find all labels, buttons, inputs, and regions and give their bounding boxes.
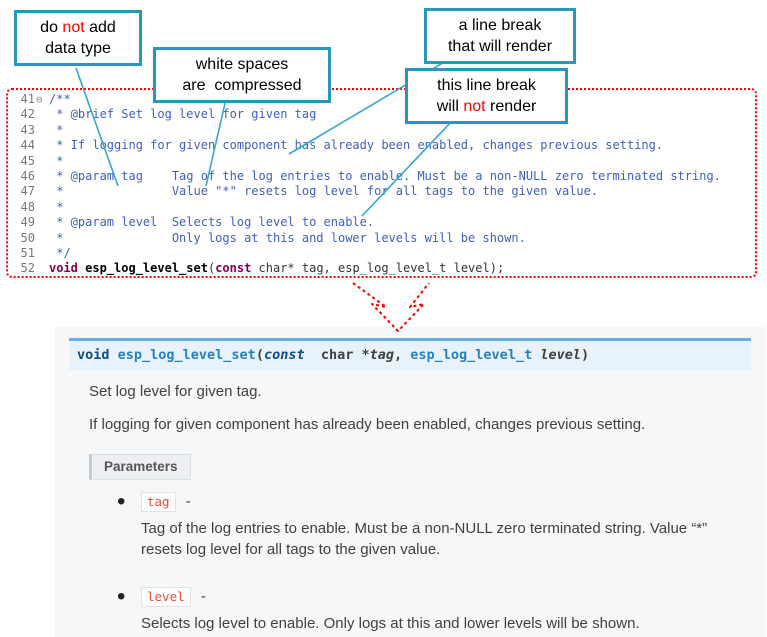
code-text: * @param tag Tag of the log entries to e… [49,168,721,183]
callout-linebreak-not-render: this line break will not render [405,68,568,124]
fold-marker-icon [35,215,49,230]
code-text: */ [49,245,71,260]
code-text: * Only logs at this and lower levels wil… [49,230,526,245]
line-number: 42 [20,107,35,122]
line-number: 51 [20,245,35,260]
param-item: level - Selects log level to enable. Onl… [115,583,751,634]
line-number: 46 [20,168,35,183]
callout-text: data type [45,40,111,57]
line-number: 48 [20,199,35,214]
fold-marker-icon [35,261,49,276]
fold-marker-icon [35,107,49,122]
code-line: 41 ⊖ /** [11,92,755,107]
doc-brief: Set log level for given tag. [89,383,262,400]
code-line: 42 * @brief Set log level for given tag [11,107,755,122]
param-name-literal: level [141,587,191,607]
callout-linebreak-renders: a line break that will render [424,8,576,64]
fold-marker-icon [35,184,49,199]
line-number: 49 [20,215,35,230]
param-list: tag - Tag of the log entries to enable. … [69,488,751,634]
callout-whitespace-compressed: white spaces are compressed [153,47,331,103]
code-text: * @brief Set log level for given tag [49,107,317,122]
param-head: tag - [141,492,751,512]
callout-text: do not add [40,19,116,36]
fold-marker-icon [35,154,49,169]
function-signature: void esp_log_level_set(const char *tag, … [69,338,751,370]
rendered-doc-panel: void esp_log_level_set(const char *tag, … [55,327,765,637]
callout-text: a line break [458,17,542,34]
line-number: 50 [20,230,35,245]
callout-text: that will render [447,38,553,55]
code-line: 45 * [11,154,755,169]
fold-marker-icon: ⊖ [36,93,43,106]
line-number: 44 [20,138,35,153]
fold-marker-icon [35,123,49,138]
line-number: 43 [20,122,35,137]
line-number: 45 [20,153,35,168]
code-text: /** [49,92,71,106]
param-head: level - [141,587,751,607]
callout-no-datatype: do not add data type [14,10,142,66]
callout-text: white spaces [195,56,289,73]
code-line: 44 * If logging for given component has … [11,138,755,153]
callout-text: will not render [436,98,537,115]
code-editor-panel: 41 ⊖ /** 42 * @brief Set log level for g… [6,88,757,278]
code-line: 43 * [11,123,755,138]
code-text: * If logging for given component has alr… [49,138,664,153]
parameters-heading: Parameters [89,454,191,480]
line-number: 47 [20,184,35,199]
fold-marker-icon [35,200,49,215]
code-text: void esp_log_level_set(const char* tag, … [49,261,505,276]
code-text: * [49,153,64,168]
param-dash: - [185,493,191,510]
param-description: Tag of the log entries to enable. Must b… [141,520,708,558]
code-text: * [49,199,64,214]
fold-marker-icon [35,246,49,261]
callout-text: this line break [437,77,536,94]
code-line: 47 * Value "*" resets log level for all … [11,184,755,199]
doc-paragraph: If logging for given component has alrea… [89,416,646,433]
param-dash: - [200,588,206,605]
down-arrow-icon [352,282,430,332]
code-line: 49 * @param level Selects log level to e… [11,215,755,230]
code-line: 46 * @param tag Tag of the log entries t… [11,169,755,184]
code-line: 51 */ [11,246,755,261]
callout-text: are compressed [182,77,302,94]
fold-marker-icon [35,138,49,153]
param-name-literal: tag [141,492,176,512]
code-text: * @param level Selects log level to enab… [49,215,375,230]
fold-marker-icon [35,169,49,184]
code-lines: 41 ⊖ /** 42 * @brief Set log level for g… [11,92,755,277]
line-number: 52 [20,261,35,276]
code-line: 48 * [11,200,755,215]
code-line: 52 void esp_log_level_set(const char* ta… [11,261,755,276]
code-text: * [49,122,64,137]
code-line: 50 * Only logs at this and lower levels … [11,231,755,246]
param-item: tag - Tag of the log entries to enable. … [115,488,751,560]
fold-marker-icon [35,231,49,246]
line-number: 41 [20,92,35,106]
code-text: * Value "*" resets log level for all tag… [49,184,599,199]
param-description: Selects log level to enable. Only logs a… [141,615,640,632]
